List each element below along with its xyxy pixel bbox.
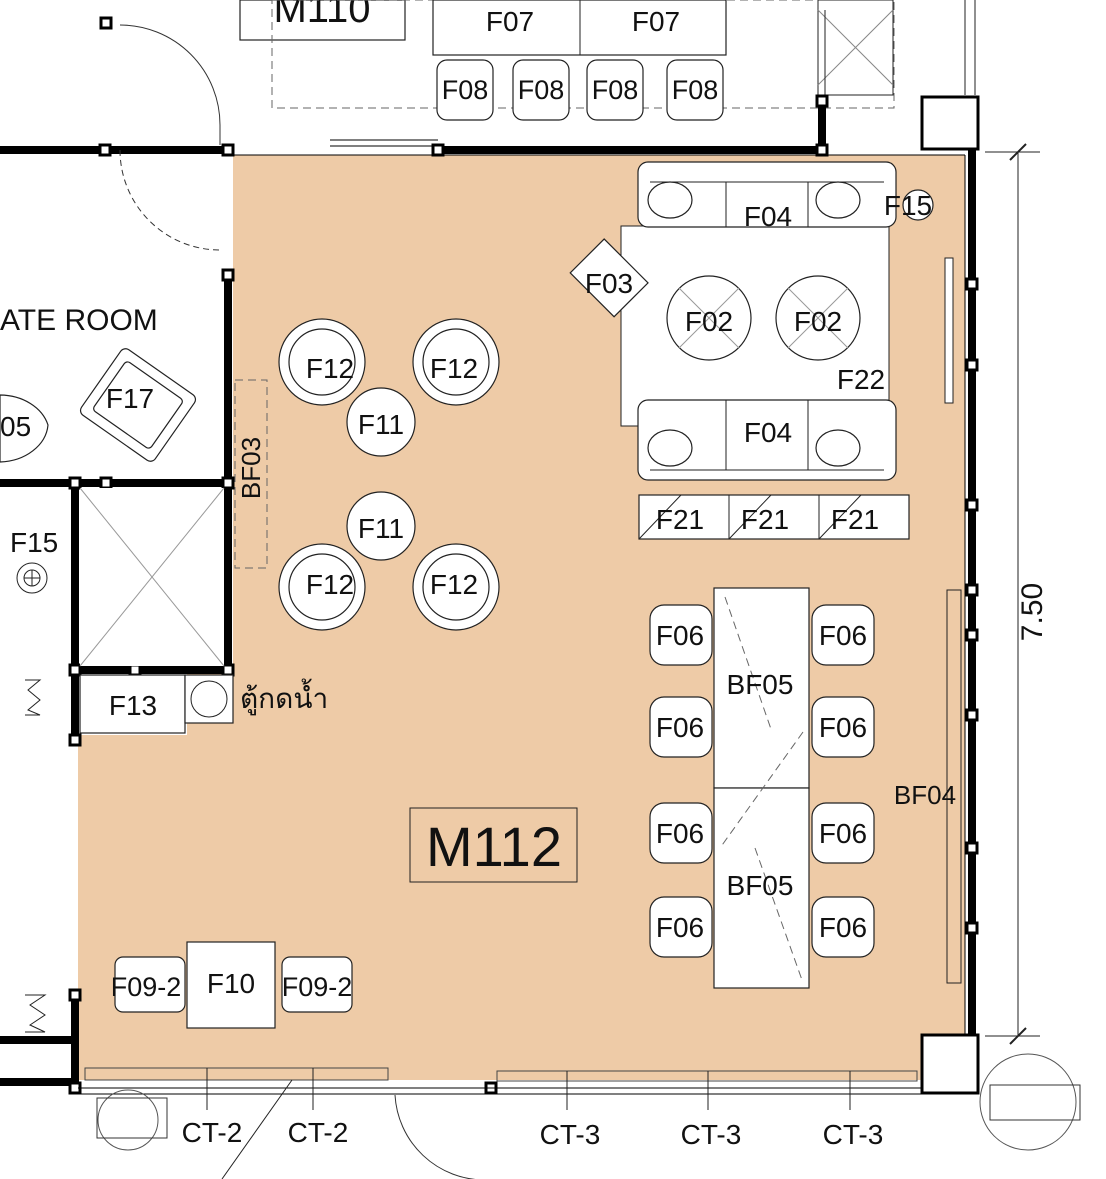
f04-label: F04 — [744, 417, 792, 448]
f08-chairs: F08 F08 F08 F08 — [436, 59, 724, 121]
ct2-label: CT-2 — [182, 1117, 243, 1148]
lounge-group: F12 F12 F12 F12 F11 F11 — [278, 318, 500, 631]
f07-label: F07 — [486, 6, 534, 37]
f10-label: F10 — [207, 968, 255, 999]
f05-label: 05 — [0, 411, 31, 442]
f17-chair — [79, 348, 197, 462]
f06-chairs — [649, 604, 875, 958]
sofa-group: F04 F15 F03 F02 F02 F22 F04 F21 F21 F21 — [569, 161, 962, 984]
f06-label: F06 — [819, 620, 867, 651]
f09-2-label: F09-2 — [282, 972, 353, 1002]
f06-label: F06 — [656, 620, 704, 651]
f06-label: F06 — [819, 712, 867, 743]
f04-label: F04 — [744, 201, 792, 232]
ct3-label: CT-3 — [681, 1119, 742, 1150]
f21-label: F21 — [741, 504, 789, 535]
left-rooms: ATE ROOM F17 05 F15 F13 ตู้กดน้ำ BF03 — [0, 304, 328, 1033]
ct2-label: CT-2 — [288, 1117, 349, 1148]
top-room: M110 F07 F07 F08 F08 F08 F08 — [239, 0, 976, 121]
f17-label: F17 — [106, 383, 154, 414]
room-name: M112 — [426, 815, 562, 878]
bottom-curtains: CT-2 CT-2 CT-3 CT-3 CT-3 — [84, 1053, 1081, 1179]
f06-label: F06 — [819, 912, 867, 943]
f15-label: F15 — [884, 190, 932, 221]
walls — [0, 16, 980, 1095]
f15-label: F15 — [10, 527, 58, 558]
dimension-value: 7.50 — [1016, 583, 1049, 641]
bf05-label: BF05 — [727, 669, 794, 700]
dining-group: BF05 BF05 F06 F06 F06 F06 F06 F06 F06 F0… — [649, 587, 956, 989]
f12-chair — [278, 318, 366, 406]
f12-chair — [412, 318, 500, 406]
f02-label: F02 — [685, 306, 733, 337]
f08-label: F08 — [592, 75, 639, 105]
bf05-label: BF05 — [727, 870, 794, 901]
f08-label: F08 — [442, 75, 489, 105]
f06-label: F06 — [819, 818, 867, 849]
f13-label: F13 — [109, 690, 157, 721]
f10-group: F10 F09-2 F09-2 — [111, 941, 353, 1029]
f12-label: F12 — [430, 353, 478, 384]
f03-label: F03 — [585, 268, 633, 299]
door-swings — [119, 24, 476, 1179]
f12-label: F12 — [430, 569, 478, 600]
ct3-label: CT-3 — [823, 1119, 884, 1150]
f21-label: F21 — [831, 504, 879, 535]
water-dispenser-label: ตู้กดน้ำ — [240, 678, 328, 716]
neighbor-room-label: M110 — [273, 0, 370, 31]
f12-label: F12 — [306, 353, 354, 384]
f11-label: F11 — [358, 513, 404, 544]
f06-label: F06 — [656, 818, 704, 849]
f12-chair — [412, 543, 500, 631]
f07-label: F07 — [632, 6, 680, 37]
f11-label: F11 — [358, 409, 404, 440]
neighbor-room-left-label: ATE ROOM — [0, 304, 158, 337]
f09-2-label: F09-2 — [111, 972, 182, 1002]
bf04-label: BF04 — [894, 780, 956, 810]
f22-label: F22 — [837, 364, 885, 395]
bf03-label: BF03 — [236, 437, 266, 499]
f06-label: F06 — [656, 712, 704, 743]
dimension-line: 7.50 — [985, 143, 1049, 1045]
f08-label: F08 — [518, 75, 565, 105]
f21-label: F21 — [656, 504, 704, 535]
f08-label: F08 — [672, 75, 719, 105]
f06-label: F06 — [656, 912, 704, 943]
ct3-label: CT-3 — [540, 1119, 601, 1150]
f02-label: F02 — [794, 306, 842, 337]
f12-chair — [278, 543, 366, 631]
f12-label: F12 — [306, 569, 354, 600]
